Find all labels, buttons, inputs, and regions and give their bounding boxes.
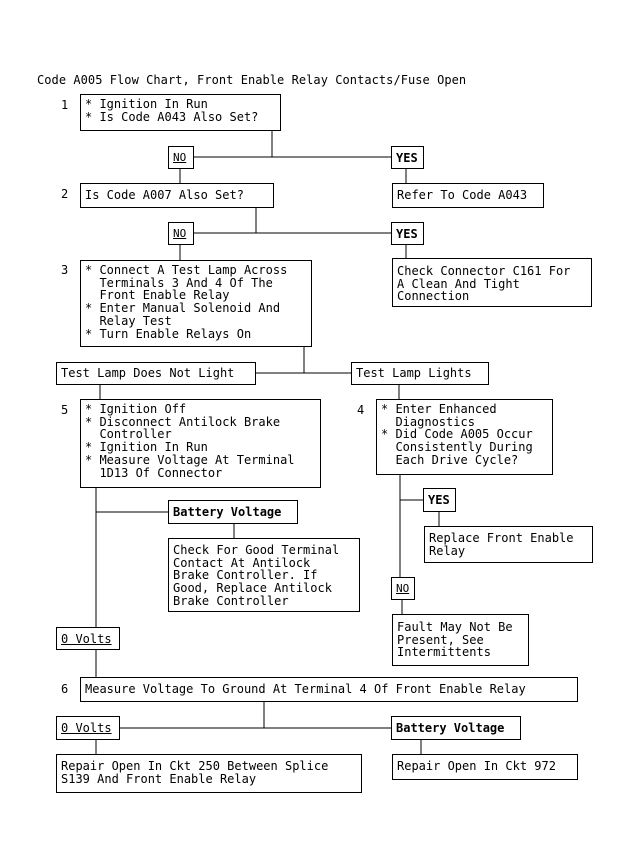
step-3-text: * Connect A Test Lamp Across Terminals 3… [85,263,288,341]
answer-battery-voltage-5-label: Battery Voltage [173,505,282,519]
answer-battery-voltage-6-label: Battery Voltage [396,721,505,735]
page-title: Code A005 Flow Chart, Front Enable Relay… [37,73,467,87]
answer-no-2: NO [168,222,194,245]
branch-lamp-lights: Test Lamp Lights [351,362,489,385]
step-2-box: Is Code A007 Also Set? [80,183,274,208]
answer-battery-voltage-6: Battery Voltage [391,716,521,740]
answer-yes-1-label: YES [396,151,418,165]
step-4-text: * Enter Enhanced Diagnostics * Did Code … [381,402,533,467]
answer-zero-volts-5-label: 0 Volts [61,632,112,646]
step-5-text: * Ignition Off * Disconnect Antilock Bra… [85,402,295,480]
answer-yes-4-label: YES [428,493,450,507]
answer-zero-volts-6-label: 0 Volts [61,721,112,735]
answer-yes-4: YES [423,488,456,512]
result-replace-relay: Replace Front Enable Relay [424,526,593,563]
step-number-5: 5 [61,403,69,417]
step-number-3: 3 [61,263,69,277]
result-refer-a043: Refer To Code A043 [392,183,544,208]
result-check-c161-text: Check Connector C161 For A Clean And Tig… [397,264,571,304]
result-replace-relay-text: Replace Front Enable Relay [429,531,574,558]
result-repair-ckt250-text: Repair Open In Ckt 250 Between Splice S1… [61,759,329,786]
result-fault-intermittent-text: Fault May Not Be Present, See Intermitte… [397,620,513,660]
result-refer-a043-text: Refer To Code A043 [397,188,528,202]
answer-yes-1: YES [391,146,424,169]
answer-no-2-label: NO [173,227,187,240]
step-number-4: 4 [357,403,365,417]
step-3-box: * Connect A Test Lamp Across Terminals 3… [80,260,312,347]
answer-battery-voltage-5: Battery Voltage [168,500,298,524]
step-5-box: * Ignition Off * Disconnect Antilock Bra… [80,399,321,488]
branch-lamp-not-light-text: Test Lamp Does Not Light [61,366,235,380]
result-check-terminal-text: Check For Good Terminal Contact At Antil… [173,543,340,608]
step-6-text: Measure Voltage To Ground At Terminal 4 … [85,682,526,696]
step-1-text: * Ignition In Run * Is Code A043 Also Se… [85,97,259,124]
result-fault-intermittent: Fault May Not Be Present, See Intermitte… [392,614,529,666]
step-6-box: Measure Voltage To Ground At Terminal 4 … [80,677,578,702]
answer-yes-2-label: YES [396,227,418,241]
answer-no-1: NO [168,146,194,169]
result-repair-ckt972: Repair Open In Ckt 972 [392,754,578,780]
answer-no-4: NO [391,577,415,600]
branch-lamp-not-light: Test Lamp Does Not Light [56,362,256,385]
answer-no-4-label: NO [396,582,410,595]
step-4-box: * Enter Enhanced Diagnostics * Did Code … [376,399,553,475]
step-number-2: 2 [61,187,69,201]
result-repair-ckt972-text: Repair Open In Ckt 972 [397,759,556,773]
result-check-c161: Check Connector C161 For A Clean And Tig… [392,258,592,307]
step-number-6: 6 [61,682,69,696]
result-check-terminal: Check For Good Terminal Contact At Antil… [168,538,360,612]
step-2-text: Is Code A007 Also Set? [85,188,244,202]
step-number-1: 1 [61,98,69,112]
step-1-box: * Ignition In Run * Is Code A043 Also Se… [80,94,281,131]
branch-lamp-lights-text: Test Lamp Lights [356,366,472,380]
answer-zero-volts-5: 0 Volts [56,627,120,650]
answer-no-1-label: NO [173,151,187,164]
answer-yes-2: YES [391,222,424,245]
answer-zero-volts-6: 0 Volts [56,716,120,740]
result-repair-ckt250: Repair Open In Ckt 250 Between Splice S1… [56,754,362,793]
